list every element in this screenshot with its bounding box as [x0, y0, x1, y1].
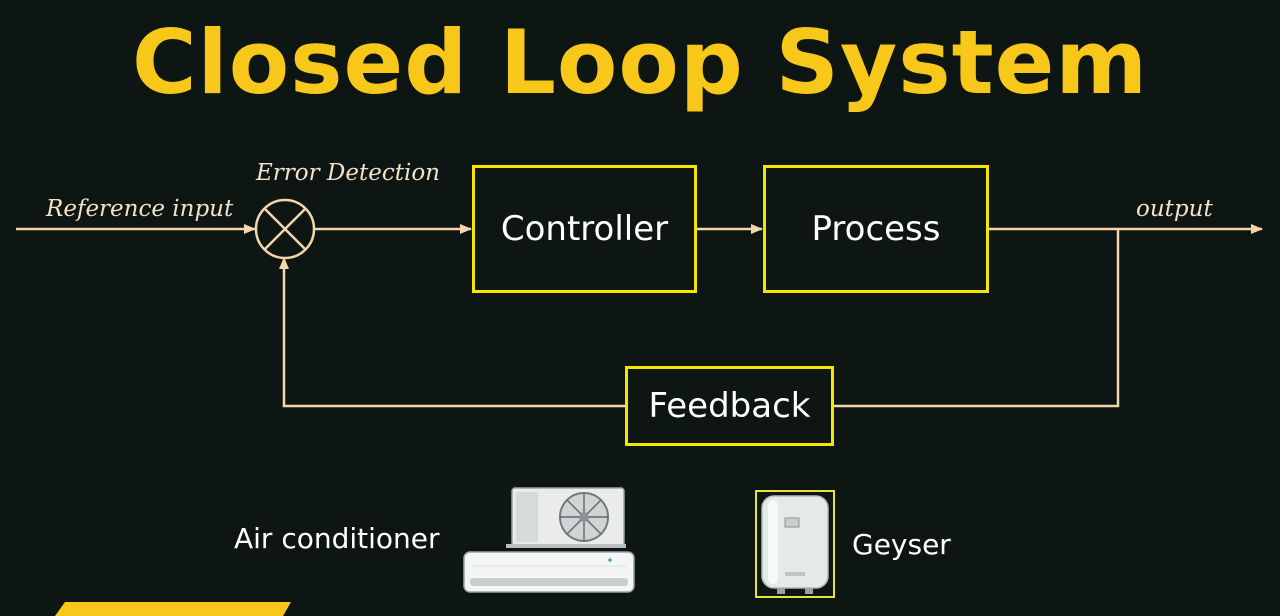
- geyser-label: Geyser: [852, 528, 951, 561]
- page-title: Closed Loop System: [131, 11, 1149, 114]
- controller-block: Controller: [472, 165, 697, 293]
- feedback-block: Feedback: [625, 366, 834, 446]
- feedback-label: Feedback: [648, 386, 811, 426]
- process-block: Process: [763, 165, 989, 293]
- air-conditioner-icon: [463, 487, 635, 593]
- process-label: Process: [811, 209, 941, 249]
- controller-label: Controller: [500, 209, 669, 249]
- feedback-path-right: [834, 229, 1120, 408]
- summing-junction-icon: [254, 198, 316, 260]
- reference-input-label: Reference input: [46, 196, 234, 222]
- output-label: output: [1136, 196, 1213, 222]
- error-detection-label: Error Detection: [256, 160, 440, 186]
- feedback-path-left: [279, 257, 625, 408]
- decorative-accent-bar: [55, 602, 291, 616]
- geyser-icon: [755, 490, 835, 598]
- air-conditioner-label: Air conditioner: [234, 522, 440, 555]
